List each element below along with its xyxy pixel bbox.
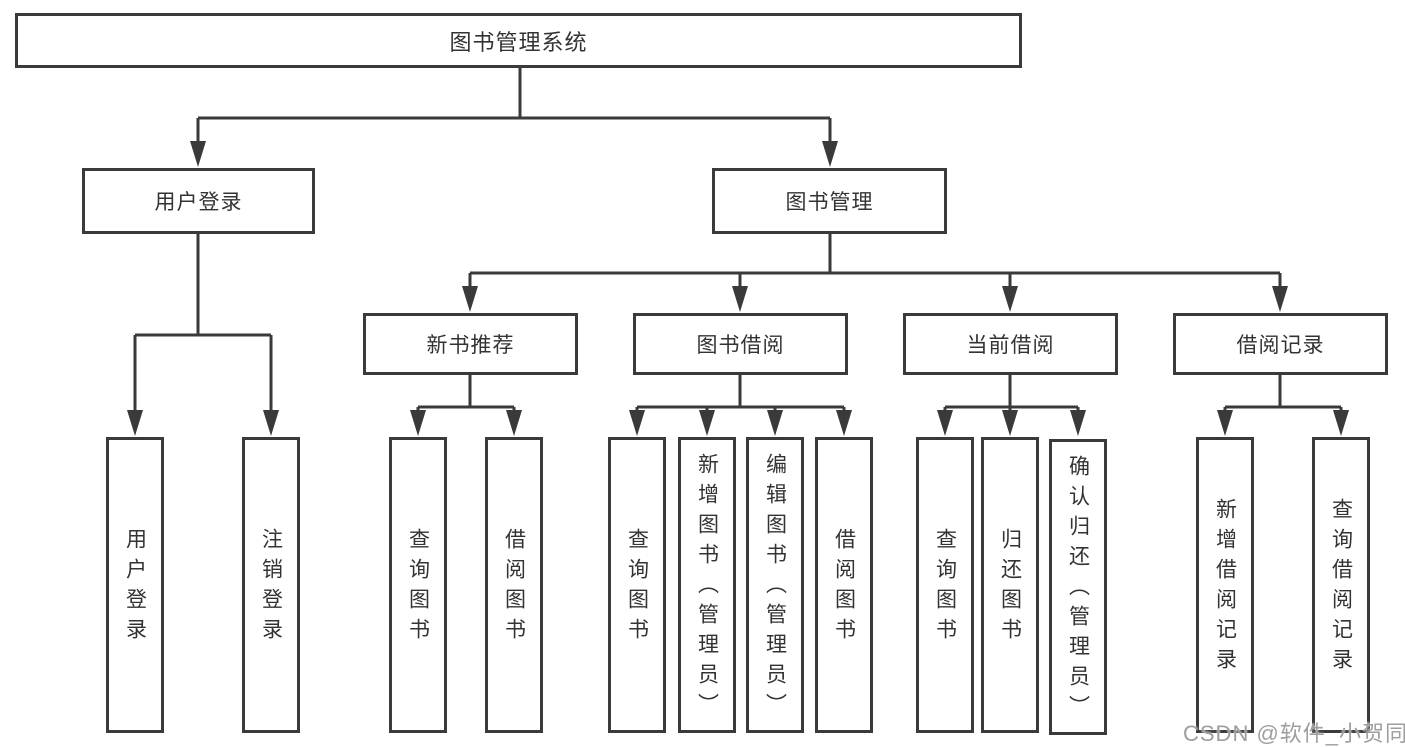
- node-leaf-query-books-recommend: 查询图书: [389, 437, 447, 733]
- node-user-login: 用户登录: [82, 168, 315, 234]
- node-book-management: 图书管理: [712, 168, 947, 234]
- node-borrowing-records: 借阅记录: [1173, 313, 1388, 375]
- node-leaf-return-books: 归还图书: [981, 437, 1039, 733]
- node-leaf-borrow-books-borrowing: 借阅图书: [815, 437, 873, 733]
- node-book-borrowing: 图书借阅: [633, 313, 848, 375]
- node-library-system: 图书管理系统: [15, 13, 1022, 68]
- node-leaf-query-books-current: 查询图书: [916, 437, 974, 733]
- node-leaf-confirm-return-admin: 确认归还（管理员）: [1049, 439, 1107, 735]
- node-leaf-query-borrow-record: 查询借阅记录: [1312, 437, 1370, 733]
- node-leaf-logout: 注销登录: [242, 437, 300, 733]
- node-leaf-edit-books-admin: 编辑图书（管理员）: [746, 437, 804, 733]
- node-leaf-add-books-admin: 新增图书（管理员）: [678, 437, 736, 733]
- node-leaf-add-borrow-record: 新增借阅记录: [1196, 437, 1254, 733]
- node-new-book-recommend: 新书推荐: [363, 313, 578, 375]
- watermark: CSDN @软件_小贺同学: [1183, 721, 1405, 746]
- node-current-borrowing: 当前借阅: [903, 313, 1118, 375]
- node-leaf-user-login: 用户登录: [106, 437, 164, 733]
- arrowheads: [127, 141, 1349, 436]
- node-leaf-query-books-borrowing: 查询图书: [608, 437, 666, 733]
- node-leaf-borrow-books-recommend: 借阅图书: [485, 437, 543, 733]
